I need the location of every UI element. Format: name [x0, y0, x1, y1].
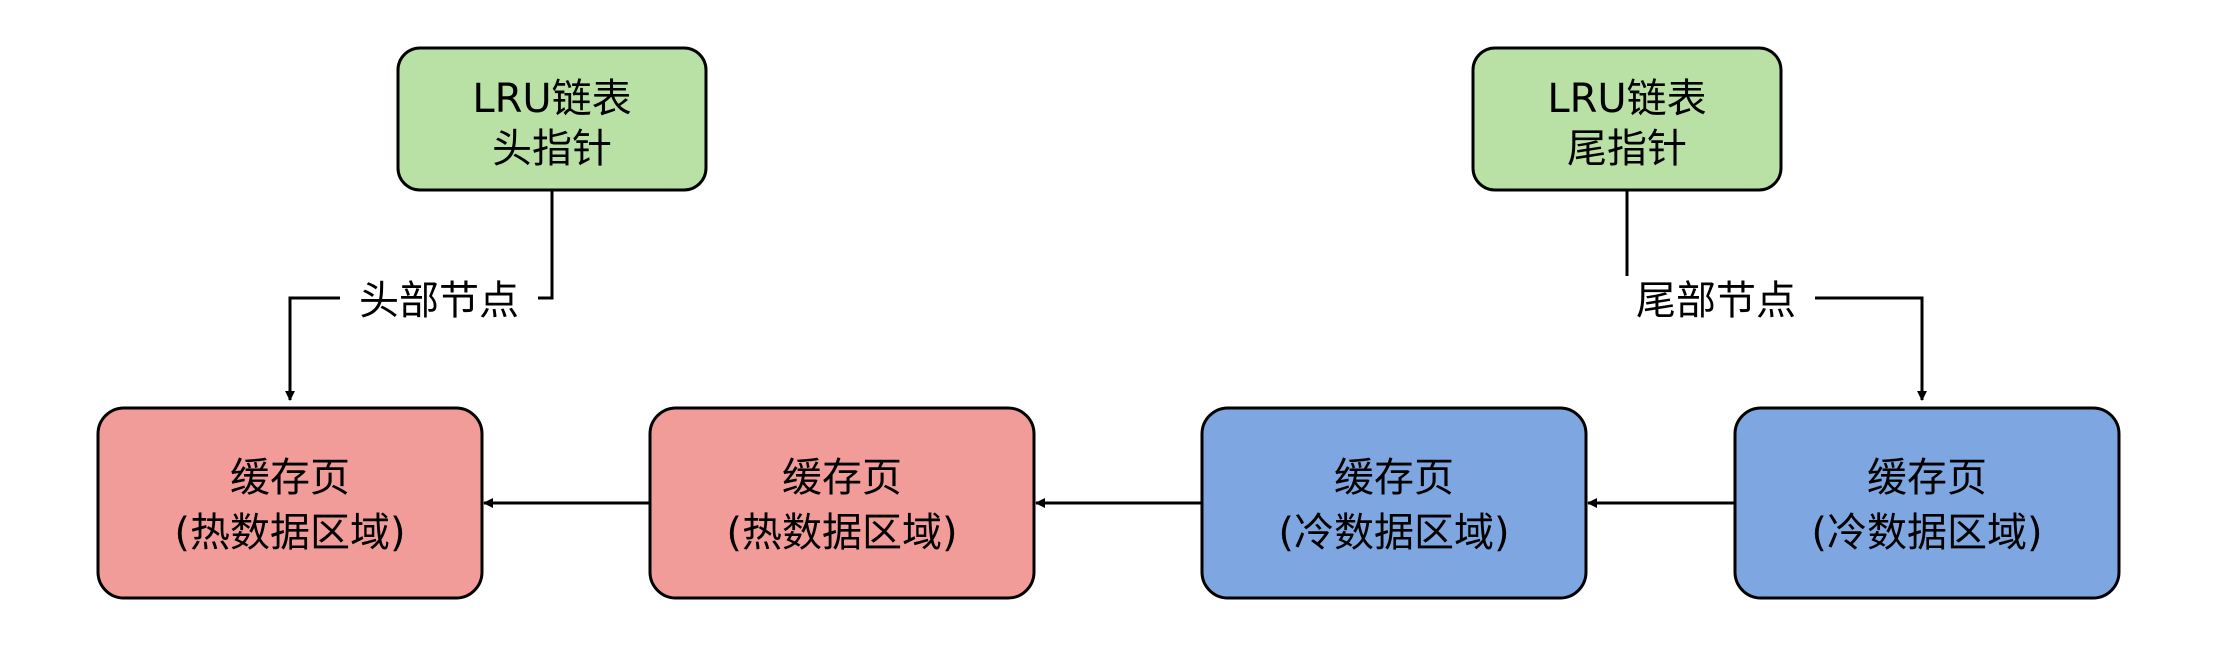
cache-page-2-region: (热数据区域)	[726, 510, 957, 556]
cache-page-3-title: 缓存页	[1334, 455, 1454, 501]
tail-pointer-label-line1: LRU链表	[1547, 76, 1706, 122]
cache-page-1: 缓存页 (热数据区域)	[96, 406, 484, 600]
head-node-label: 头部节点	[359, 278, 519, 324]
head-node-connector: 头部节点	[285, 190, 554, 401]
cache-page-1-title: 缓存页	[230, 455, 350, 501]
cache-page-4: 缓存页 (冷数据区域)	[1733, 406, 2121, 600]
cache-page-3-region: (冷数据区域)	[1278, 510, 1509, 556]
head-node-label-bg	[340, 276, 538, 324]
head-pointer-label-line2: 头指针	[492, 126, 612, 172]
tail-node-label: 尾部节点	[1636, 278, 1796, 324]
head-pointer-label-line1: LRU链表	[472, 76, 631, 122]
cache-page-1-box	[96, 406, 484, 600]
cache-page-2-title: 缓存页	[782, 455, 902, 501]
cache-page-2: 缓存页 (热数据区域)	[648, 406, 1036, 600]
head-pointer-node: LRU链表 头指针	[396, 46, 708, 192]
cache-page-3-box	[1200, 406, 1588, 600]
cache-page-2-box	[648, 406, 1036, 600]
cache-page-4-region: (冷数据区域)	[1811, 510, 2042, 556]
tail-pointer-node: LRU链表 尾指针	[1471, 46, 1783, 192]
tail-node-connector: 尾部节点	[1617, 190, 1927, 401]
cache-page-4-box	[1733, 406, 2121, 600]
cache-page-4-title: 缓存页	[1867, 455, 1987, 501]
tail-node-label-bg	[1617, 276, 1815, 324]
cache-page-1-region: (热数据区域)	[174, 510, 405, 556]
tail-pointer-label-line2: 尾指针	[1567, 126, 1687, 172]
cache-page-3: 缓存页 (冷数据区域)	[1200, 406, 1588, 600]
